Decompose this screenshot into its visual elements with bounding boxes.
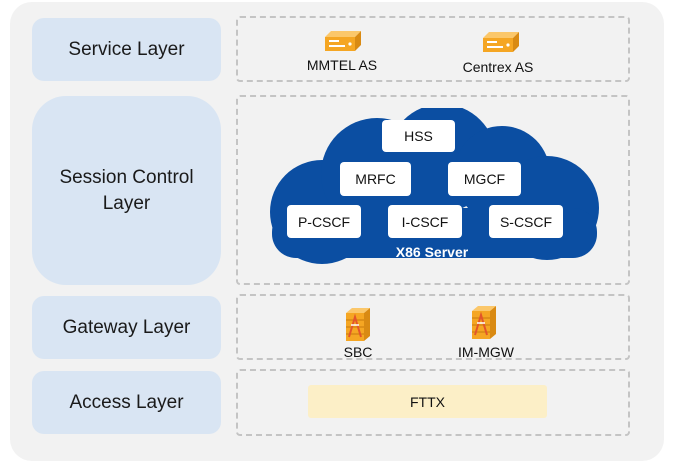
session-control-layer-zone: [236, 95, 630, 285]
i-cscf-box: I-CSCF: [388, 205, 462, 238]
session-control-layer-label: Session Control Layer: [32, 96, 221, 285]
hss-box: HSS: [382, 120, 455, 152]
mrfc-box: MRFC: [340, 162, 411, 196]
fttx-box: FTTX: [308, 385, 547, 418]
sbc-label: SBC: [343, 344, 373, 360]
server-appliance-icon: [325, 31, 361, 51]
mgcf-box: MGCF: [448, 162, 521, 196]
s-cscf-box: S-CSCF: [489, 205, 563, 238]
service-layer-zone: [236, 16, 630, 82]
server-appliance-icon: [483, 32, 519, 52]
im-mgw-label: IM-MGW: [458, 344, 514, 360]
mmtel-as-label: MMTEL AS: [306, 57, 378, 73]
service-layer-label: Service Layer: [32, 18, 221, 81]
gateway-layer-zone: [236, 294, 630, 360]
centrex-as-label: Centrex AS: [462, 59, 534, 75]
p-cscf-box: P-CSCF: [287, 205, 361, 238]
x86-server-label: X86 Server: [395, 244, 469, 260]
access-layer-label: Access Layer: [32, 371, 221, 434]
gateway-layer-label: Gateway Layer: [32, 296, 221, 359]
access-layer-zone: [236, 369, 630, 436]
firewall-gateway-icon: [472, 306, 496, 339]
firewall-gateway-icon: [346, 308, 370, 341]
